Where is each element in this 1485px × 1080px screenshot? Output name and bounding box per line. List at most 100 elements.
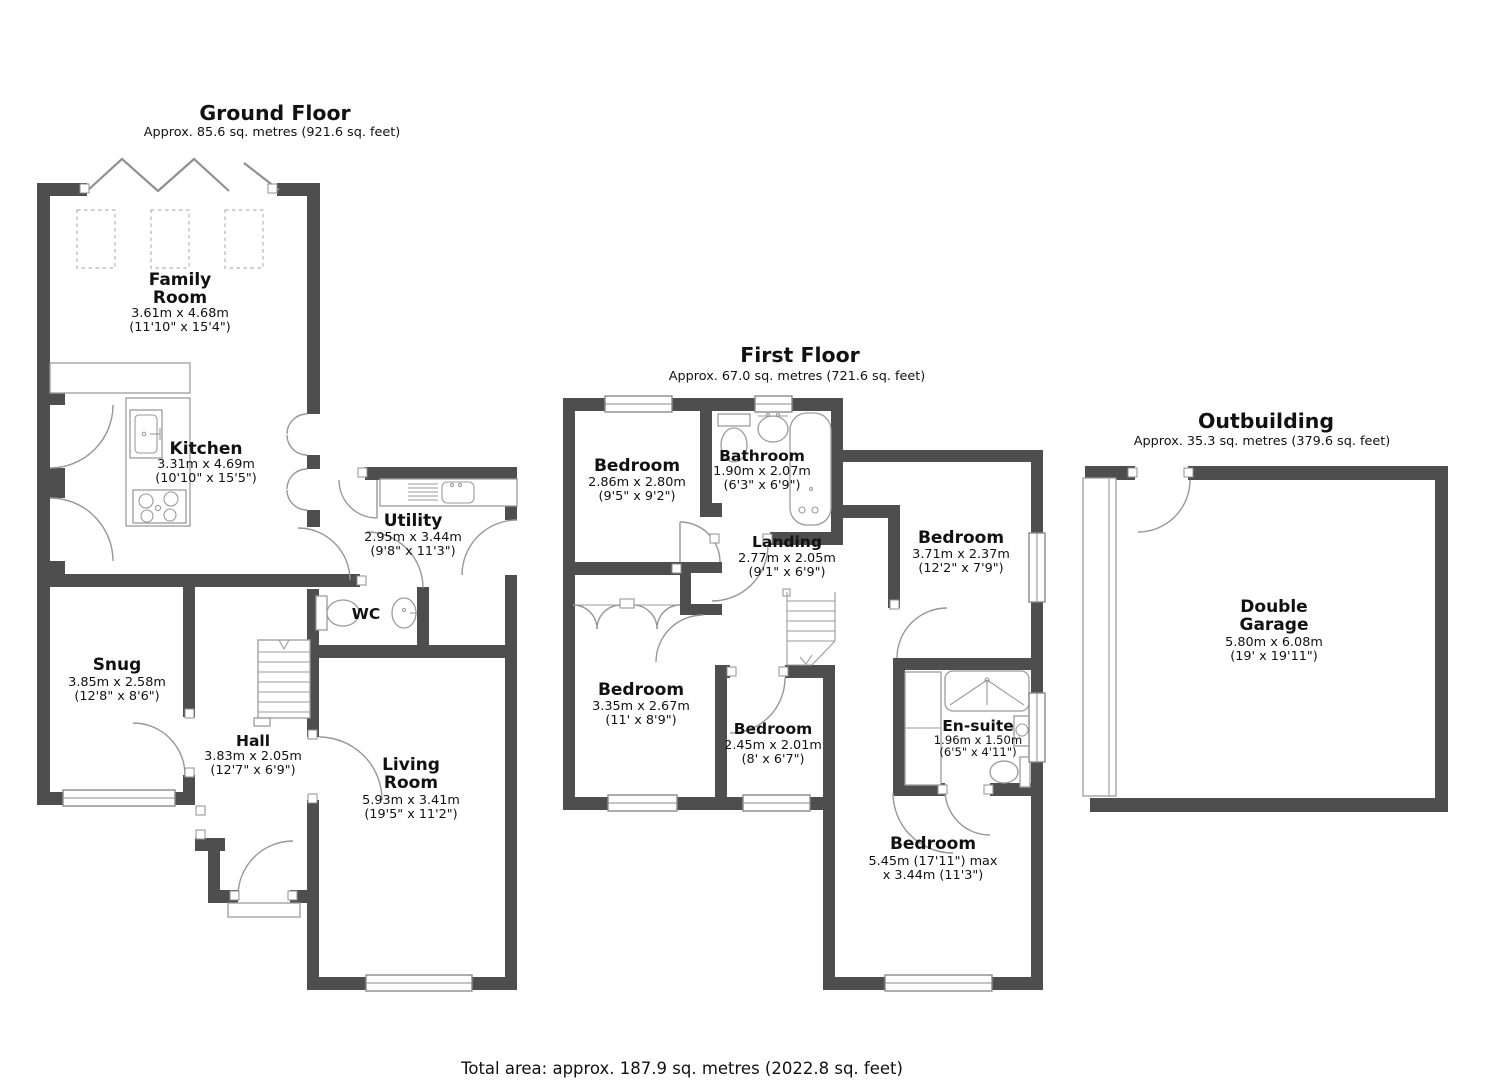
outbuilding-title: Outbuilding — [1198, 409, 1334, 433]
hall-imperial: (12'7" x 6'9") — [210, 763, 295, 778]
bedroom-2-imperial: (12'2" x 7'9") — [918, 561, 1003, 576]
bedroom-4-imperial: (8' x 6'7") — [741, 752, 804, 767]
bedroom-3-imperial: (11' x 8'9") — [605, 713, 676, 728]
living-room-imperial: (19'5" x 11'2") — [364, 807, 457, 822]
room-label-hall: Hall 3.83m x 2.05m (12'7" x 6'9") — [204, 732, 302, 778]
kitchen-name: Kitchen — [170, 439, 243, 459]
bedroom-4-metric: 2.45m x 2.01m — [724, 738, 822, 753]
ground-floor-header: Ground Floor Approx. 85.6 sq. metres (92… — [144, 101, 400, 140]
room-label-bedroom-1: Bedroom 2.86m x 2.80m (9'5" x 9'2") — [588, 456, 686, 504]
snug-imperial: (12'8" x 8'6") — [74, 689, 159, 704]
kitchen-sink-icon — [129, 409, 163, 459]
room-label-bedroom-2: Bedroom 3.71m x 2.37m (12'2" x 7'9") — [912, 528, 1010, 576]
bedroom-3-name: Bedroom — [598, 680, 684, 700]
ground-floor-walls — [37, 183, 517, 990]
double-garage-name2: Garage — [1240, 615, 1309, 635]
living-room-name: Living — [382, 755, 440, 775]
en-suite-imperial: (6'5" x 4'11") — [939, 745, 1016, 759]
landing-metric: 2.77m x 2.05m — [738, 551, 836, 566]
living-room-metric: 5.93m x 3.41m — [362, 793, 460, 808]
hob-icon — [132, 489, 187, 524]
bedroom-3-metric: 3.35m x 2.67m — [592, 699, 690, 714]
landing-name: Landing — [752, 533, 822, 551]
hall-name: Hall — [236, 732, 270, 750]
room-label-living-room: Living Room 5.93m x 3.41m (19'5" x 11'2"… — [362, 755, 460, 822]
outbuilding-walls — [1085, 466, 1448, 812]
bedroom-2-name: Bedroom — [918, 528, 1004, 548]
skylight-dashed-boxes — [76, 209, 264, 269]
room-label-bathroom: Bathroom 1.90m x 2.07m (6'3" x 6'9") — [713, 447, 811, 493]
ground-floor-subtitle: Approx. 85.6 sq. metres (921.6 sq. feet) — [144, 125, 400, 140]
bathroom-metric: 1.90m x 2.07m — [713, 464, 811, 479]
utility-imperial: (9'8" x 11'3") — [370, 544, 455, 559]
en-suite-name: En-suite — [942, 717, 1014, 735]
double-garage-metric: 5.80m x 6.08m — [1225, 635, 1323, 650]
bedroom-5-metric: 5.45m (17'11") max — [869, 854, 998, 869]
utility-metric: 2.95m x 3.44m — [364, 530, 462, 545]
kitchen-imperial: (10'10" x 15'5") — [155, 471, 257, 486]
snug-name: Snug — [93, 655, 142, 675]
bathroom-name: Bathroom — [719, 447, 805, 465]
room-label-family-room: Family Room 3.61m x 4.68m (11'10" x 15'4… — [129, 270, 231, 335]
family-room-imperial: (11'10" x 15'4") — [129, 320, 231, 335]
first-floor-header: First Floor Approx. 67.0 sq. metres (721… — [669, 343, 925, 384]
room-label-landing: Landing 2.77m x 2.05m (9'1" x 6'9") — [738, 533, 836, 580]
room-label-bedroom-5: Bedroom 5.45m (17'11") max x 3.44m (11'3… — [869, 834, 998, 883]
room-label-wc: WC — [352, 605, 380, 623]
living-room-name2: Room — [384, 773, 438, 793]
snug-metric: 3.85m x 2.58m — [68, 675, 166, 690]
bedroom-5-imperial: x 3.44m (11'3") — [883, 868, 983, 883]
double-garage-name: Double — [1240, 597, 1307, 617]
kitchen-metric: 3.31m x 4.69m — [157, 457, 255, 472]
room-label-bedroom-3: Bedroom 3.35m x 2.67m (11' x 8'9") — [592, 680, 690, 728]
room-label-en-suite: En-suite 1.96m x 1.50m (6'5" x 4'11") — [934, 717, 1022, 759]
first-floor-doors — [655, 521, 991, 854]
first-floor-title: First Floor — [740, 343, 860, 367]
outbuilding-subtitle: Approx. 35.3 sq. metres (379.6 sq. feet) — [1134, 434, 1390, 449]
garage-door — [1082, 477, 1117, 797]
wc-toilet-icon — [315, 595, 360, 631]
utility-name: Utility — [384, 511, 443, 531]
bathroom-toilet-icon — [717, 413, 751, 463]
room-label-kitchen: Kitchen 3.31m x 4.69m (10'10" x 15'5") — [155, 439, 257, 486]
bedroom-4-name: Bedroom — [734, 720, 813, 738]
family-room-name: Family — [149, 270, 212, 290]
first-floor-subtitle: Approx. 67.0 sq. metres (721.6 sq. feet) — [669, 369, 925, 384]
wc-name: WC — [352, 605, 380, 623]
total-area-label: Total area: approx. 187.9 sq. metres (20… — [460, 1059, 903, 1078]
shower-icon — [944, 670, 1030, 712]
landing-imperial: (9'1" x 6'9") — [748, 565, 825, 580]
room-label-utility: Utility 2.95m x 3.44m (9'8" x 11'3") — [364, 511, 462, 559]
bedroom-2-metric: 3.71m x 2.37m — [912, 547, 1010, 562]
utility-sink-icon — [379, 478, 518, 507]
family-room-metric: 3.61m x 4.68m — [131, 306, 229, 321]
double-garage-imperial: (19' x 19'11") — [1230, 649, 1317, 664]
outbuilding-header: Outbuilding Approx. 35.3 sq. metres (379… — [1134, 409, 1390, 449]
wc-basin-icon — [391, 597, 417, 629]
en-suite-metric: 1.96m x 1.50m — [934, 733, 1022, 747]
wardrobe-bifold-icon — [572, 598, 681, 630]
family-room-name2: Room — [153, 288, 207, 308]
bathroom-imperial: (6'3" x 6'9") — [723, 478, 800, 493]
bedroom-5-name: Bedroom — [890, 834, 976, 854]
bedroom-1-name: Bedroom — [594, 456, 680, 476]
ground-floor-title: Ground Floor — [199, 101, 351, 125]
bedroom-1-metric: 2.86m x 2.80m — [588, 475, 686, 490]
room-label-double-garage: Double Garage 5.80m x 6.08m (19' x 19'11… — [1225, 597, 1323, 664]
ground-stairs-icon — [253, 639, 311, 727]
outbuilding-doors — [1127, 467, 1194, 533]
first-floor-stairs-icon — [782, 588, 836, 666]
ground-floor-doors — [49, 404, 518, 897]
first-floor-windows — [604, 395, 1046, 992]
kitchen-worktop — [49, 362, 191, 394]
ground-floor-windows — [62, 789, 473, 992]
room-label-snug: Snug 3.85m x 2.58m (12'8" x 8'6") — [68, 655, 166, 704]
bay-window — [79, 157, 280, 194]
ensuite-wardrobe-icon — [904, 671, 942, 786]
bath-icon — [789, 412, 832, 526]
door-jambs — [184, 467, 994, 901]
room-label-bedroom-4: Bedroom 2.45m x 2.01m (8' x 6'7") — [724, 720, 822, 767]
hall-metric: 3.83m x 2.05m — [204, 749, 302, 764]
